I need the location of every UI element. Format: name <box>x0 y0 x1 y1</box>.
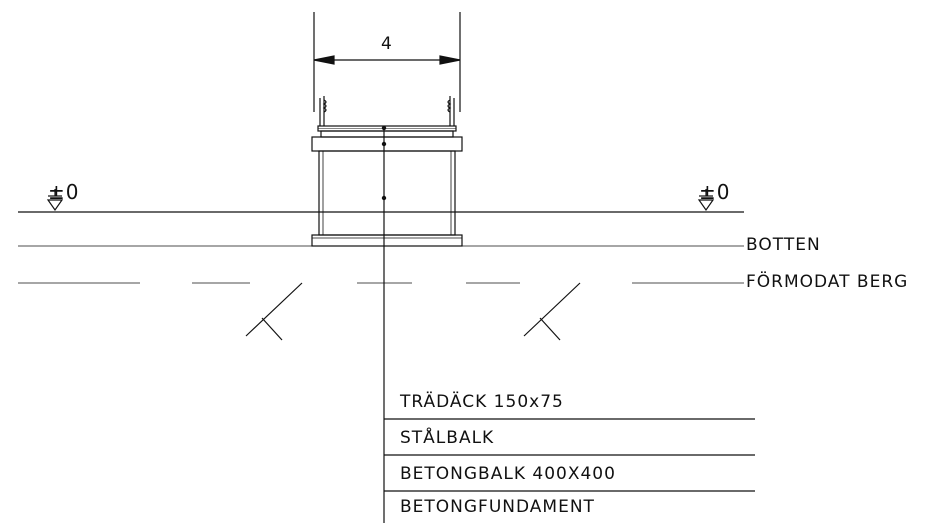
railing-left <box>319 96 327 126</box>
note-lines <box>384 418 755 492</box>
dimension-label: 4 <box>381 34 393 54</box>
concrete-beam <box>311 136 463 152</box>
foundation-base <box>311 234 463 247</box>
railing-right <box>447 96 455 126</box>
rock-label: FÖRMODAT BERG <box>746 272 909 292</box>
level-symbol-right <box>697 189 715 212</box>
rock-hatch-left <box>245 282 303 341</box>
level-label-left: ±0 <box>48 180 80 204</box>
level-symbol-left <box>46 189 64 212</box>
dimension-arrow-left <box>313 55 335 65</box>
note-concrete-foundation: BETONGFUNDAMENT <box>400 497 595 517</box>
note-timber-deck: TRÄDÄCK 150x75 <box>400 392 564 412</box>
note-concrete-beam: BETONGBALK 400X400 <box>400 464 616 484</box>
dimension-arrow-right <box>439 55 461 65</box>
steel-beam <box>320 130 454 138</box>
bottom-label: BOTTEN <box>746 235 821 255</box>
rock-hatch-right <box>523 282 581 341</box>
note-steel-beam: STÅLBALK <box>400 428 495 448</box>
level-label-right: ±0 <box>699 180 731 204</box>
concrete-foundation <box>318 150 456 236</box>
